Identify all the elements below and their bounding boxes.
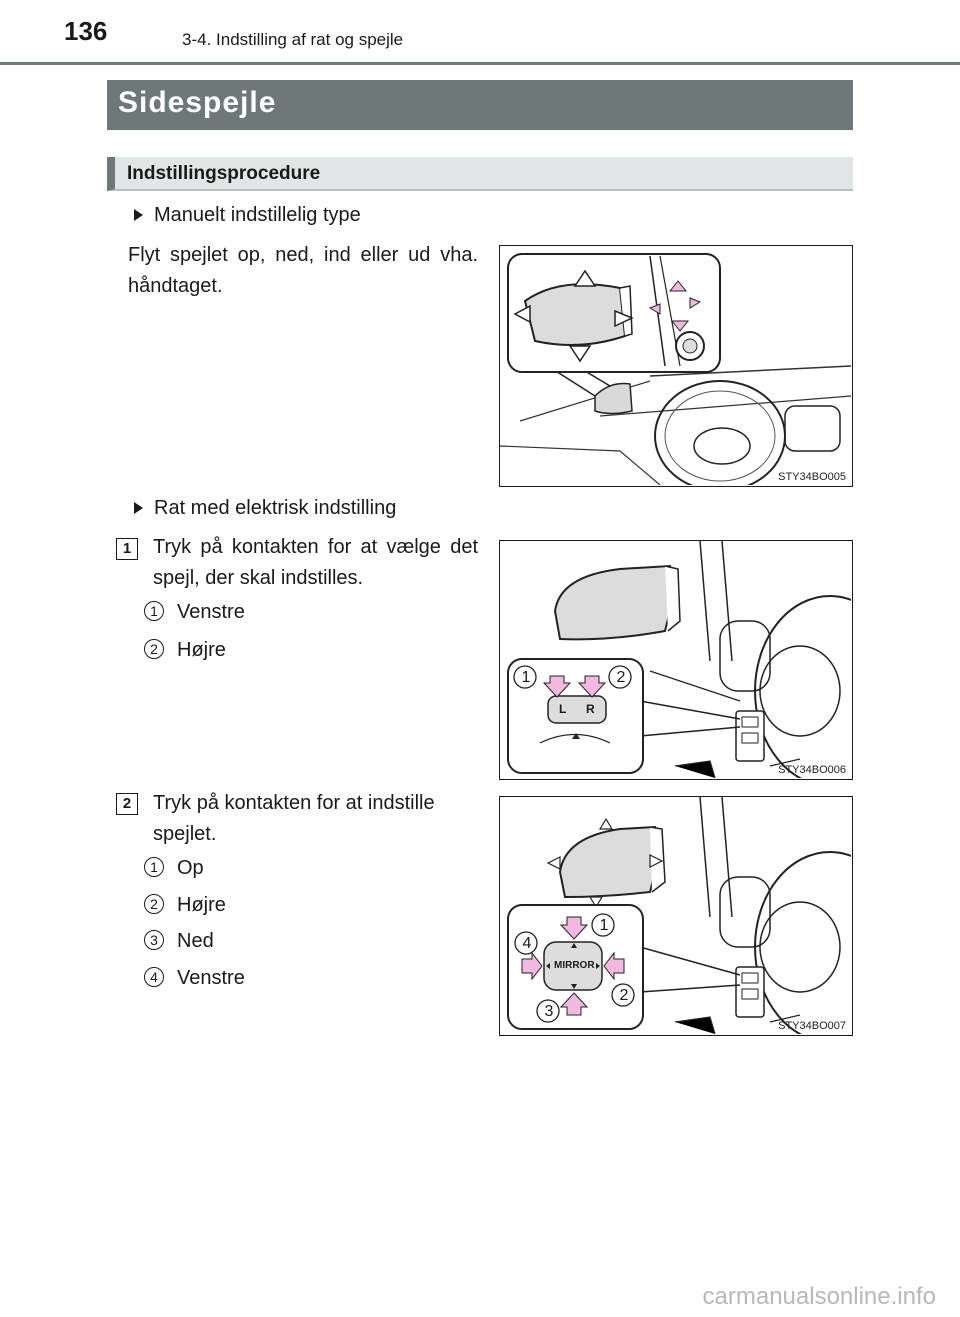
item-label: Ned (177, 930, 214, 952)
figure-code: STY34BO005 (778, 471, 846, 483)
manual-text: Flyt spejlet op, ned, ind eller ud vha. … (128, 244, 478, 297)
switch-right-label: R (586, 702, 595, 716)
subsection-banner (107, 157, 853, 191)
callout-number: 1 (521, 669, 531, 686)
mirror-adjust-illustration (507, 796, 906, 1043)
mirror-select-illustration (507, 540, 906, 787)
section-banner (107, 80, 853, 130)
step-number-box: 2 (116, 793, 138, 815)
page-number: 136 (64, 16, 108, 46)
item-number-circle: 2 (144, 639, 164, 659)
step1-text: Tryk på kontakten for at vælge det spejl… (153, 536, 478, 589)
bullet-triangle-icon (134, 502, 143, 514)
mirror-select-figure: 1 2 L R STY34BO006 (499, 540, 906, 787)
callout-number: 2 (616, 669, 626, 686)
manual-mirror-illustration (499, 253, 852, 492)
figure-code: STY34BO006 (778, 764, 846, 776)
manual-mirror-figure: STY34BO005 (499, 245, 853, 492)
item-label: Venstre (177, 601, 245, 623)
item-label: Venstre (177, 967, 245, 989)
step-number-box: 1 (116, 538, 138, 560)
item-label: Højre (177, 639, 226, 661)
step2-text: Tryk på kontakten for at indstille spejl… (153, 792, 435, 845)
callout-number: 1 (599, 917, 609, 934)
callout-number: 2 (619, 987, 629, 1004)
electric-heading: Rat med elektrisk indstilling (154, 497, 397, 519)
item-label: Højre (177, 894, 226, 916)
item-number-circle: 1 (144, 857, 164, 877)
section-title: Sidespejle (118, 86, 277, 119)
bullet-triangle-icon (134, 209, 143, 221)
item-number-circle: 4 (144, 967, 164, 987)
item-label: Op (177, 857, 204, 879)
item-number-circle: 1 (144, 601, 164, 621)
header-rule (0, 62, 960, 65)
item-number-circle: 2 (144, 894, 164, 914)
item-number-circle: 3 (144, 930, 164, 950)
subsection-title: Indstillingsprocedure (127, 163, 321, 184)
mirror-switch-label: MIRROR (554, 960, 595, 971)
figure-code: STY34BO007 (778, 1020, 846, 1032)
callout-number: 3 (544, 1003, 554, 1020)
manual-heading: Manuelt indstillelig type (154, 204, 361, 226)
watermark: carmanualsonline.info (702, 1283, 936, 1310)
switch-left-label: L (559, 702, 567, 716)
mirror-adjust-figure: 1 2 3 4 MIRROR STY34BO007 (499, 796, 906, 1043)
callout-number: 4 (522, 935, 532, 952)
chapter-title: 3-4. Indstilling af rat og spejle (182, 30, 404, 49)
